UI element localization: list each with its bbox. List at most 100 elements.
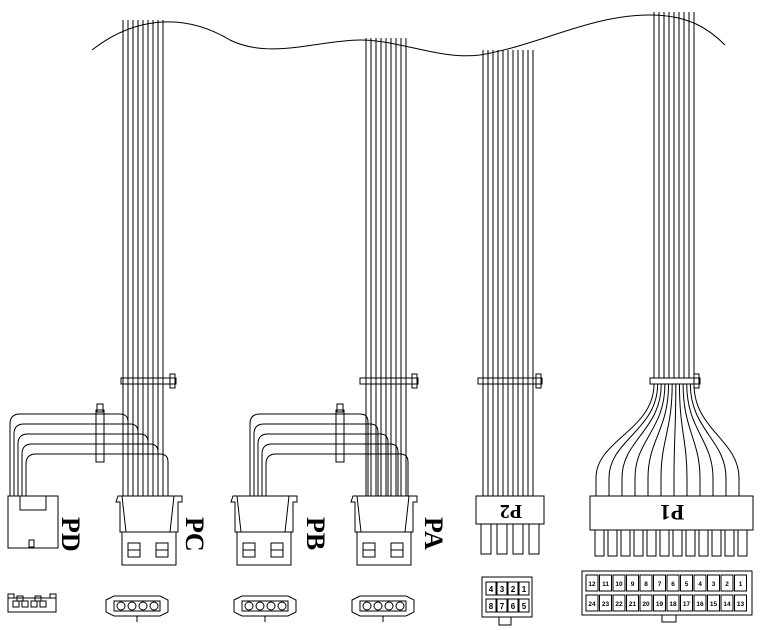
branch-wire — [21, 443, 159, 496]
branch-wire — [13, 423, 139, 496]
branch-wire — [253, 423, 379, 496]
pin-cell — [653, 594, 666, 612]
pin-number: 4 — [698, 581, 702, 588]
p1-fan-wires — [595, 383, 740, 496]
pin-number: 7 — [500, 602, 505, 611]
pin-number: 10 — [615, 581, 623, 588]
pin-cell — [585, 594, 599, 612]
pin — [512, 523, 524, 555]
pin-cell — [612, 594, 626, 612]
pin-cell — [612, 574, 626, 592]
pin-number: 2 — [511, 585, 516, 594]
pin-hole — [244, 601, 254, 611]
pin-cell — [496, 598, 508, 613]
fan-wire — [693, 383, 740, 496]
pin-cell — [734, 574, 747, 592]
branch-wire — [257, 433, 389, 496]
pin — [594, 529, 605, 557]
pin-cell — [680, 594, 693, 612]
pin-number: 24 — [588, 601, 596, 608]
label-pa: PA — [419, 517, 448, 550]
branch-wire — [249, 413, 369, 496]
insert — [241, 600, 289, 612]
connector-pb — [230, 495, 298, 566]
pin-cell — [518, 581, 530, 596]
connector-pa — [350, 495, 418, 566]
label-p2: P2 — [500, 500, 522, 522]
pin-number: 1 — [522, 585, 527, 594]
pin-cell — [485, 581, 497, 596]
shell — [233, 595, 297, 617]
label-pb: PB — [301, 517, 330, 550]
cable-tie-pd — [95, 403, 105, 463]
pin — [607, 529, 618, 557]
pin-number: 19 — [656, 601, 664, 608]
pin-number: 6 — [511, 602, 516, 611]
pin-cell — [599, 574, 612, 592]
pin-number: 14 — [723, 601, 731, 608]
cable-bundle-p1 — [653, 12, 695, 378]
shell — [351, 595, 415, 617]
cable-tie-pc — [120, 373, 177, 389]
pin — [711, 529, 722, 557]
fan-wire — [647, 383, 670, 496]
pin — [620, 529, 631, 557]
pin-number: 12 — [588, 581, 596, 588]
pin-hole — [277, 601, 287, 611]
cable-tie-p1 — [649, 373, 701, 389]
pin-number: 5 — [685, 581, 689, 588]
pin-cell — [693, 594, 707, 612]
cable-cut-line — [91, 14, 726, 57]
fan-wire — [673, 383, 677, 496]
pin-number: 3 — [712, 581, 716, 588]
pin-cell — [639, 574, 653, 592]
label-pd: PD — [56, 517, 85, 552]
pin-number: 3 — [500, 585, 505, 594]
pin-cell — [507, 581, 519, 596]
end-view-pa — [351, 595, 415, 622]
pin-cell — [720, 574, 734, 592]
cable-bundle-p2 — [482, 50, 534, 496]
pin — [685, 529, 696, 557]
pin-hole — [384, 601, 394, 611]
fan-wire — [660, 383, 673, 496]
branch-wire — [265, 453, 409, 496]
pin-hole — [116, 601, 126, 611]
end-view-pb — [233, 595, 297, 622]
pin-cell — [707, 574, 720, 592]
fan-wire — [621, 383, 662, 496]
pin-number: 18 — [669, 601, 677, 608]
pin-number: 6 — [671, 581, 675, 588]
pin — [480, 523, 492, 555]
pin-hole — [255, 601, 265, 611]
pin-cell — [485, 598, 497, 613]
pin — [672, 529, 683, 557]
pin-hole — [127, 601, 137, 611]
pin — [698, 529, 709, 557]
pin-hole — [362, 601, 372, 611]
cable-tie-p2 — [477, 373, 543, 389]
pin-number: 9 — [631, 581, 635, 588]
insert — [359, 600, 407, 612]
pin-cell — [653, 574, 666, 592]
connector-p2 — [475, 495, 545, 555]
fan-wire — [634, 383, 666, 496]
pin-cell — [639, 594, 653, 612]
branch-wires-pb — [249, 413, 409, 496]
fan-wire — [686, 383, 714, 496]
pin — [659, 529, 670, 557]
label-pc: PC — [180, 517, 209, 552]
pin-number: 2 — [725, 581, 729, 588]
connector-pc — [115, 495, 183, 566]
label-p1: P1 — [660, 500, 684, 525]
pin-number: 4 — [489, 585, 494, 594]
pin — [646, 529, 657, 557]
insert — [113, 600, 161, 612]
pin-cell — [507, 598, 519, 613]
pin-cell — [666, 594, 680, 612]
branch-wire — [261, 443, 399, 496]
pin-cell — [599, 594, 612, 612]
pin-cell — [720, 594, 734, 612]
pin-number: 22 — [615, 601, 623, 608]
